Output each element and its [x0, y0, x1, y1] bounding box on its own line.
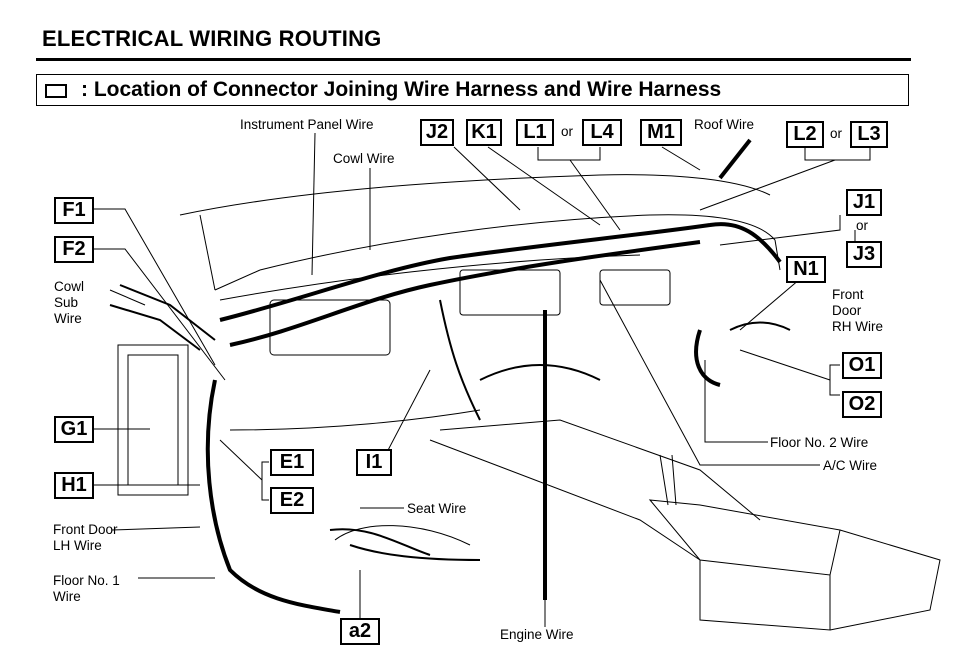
- front-door-lh-wire-label-2: LH Wire: [53, 538, 102, 553]
- connector-F2: F2: [54, 236, 94, 263]
- page-title: ELECTRICAL WIRING ROUTING: [42, 26, 382, 51]
- front-door-rh-wire-label-1: Front: [832, 287, 864, 302]
- or-label: or: [561, 124, 574, 139]
- connector-I1: I1: [356, 449, 392, 476]
- seat-wire-label: Seat Wire: [407, 501, 467, 516]
- connector-J2: J2: [420, 119, 454, 146]
- front-door-lh-wire-label-1: Front Door: [53, 522, 118, 537]
- floor-no2-wire-label: Floor No. 2 Wire: [770, 435, 869, 450]
- front-door-rh-wire-label-3: RH Wire: [832, 319, 883, 334]
- connector-K1: K1: [466, 119, 502, 146]
- floor-no1-wire-label-1: Floor No. 1: [53, 573, 120, 588]
- connector-a2: a2: [340, 618, 380, 645]
- connector-L3: L3: [850, 121, 888, 148]
- connector-L2: L2: [786, 121, 824, 148]
- connector-F1: F1: [54, 197, 94, 224]
- or-label: or: [830, 126, 843, 141]
- instrument-panel-wire-label: Instrument Panel Wire: [240, 117, 374, 132]
- connector-E2: E2: [270, 487, 314, 514]
- legend-box-symbol: [45, 84, 67, 98]
- cowl-wire-label: Cowl Wire: [333, 151, 395, 166]
- connector-N1: N1: [786, 256, 826, 283]
- cowl-sub-wire-label-2: Sub: [54, 295, 79, 310]
- connector-H1: H1: [54, 472, 94, 499]
- connector-M1: M1: [640, 119, 682, 146]
- connector-L1: L1: [516, 119, 554, 146]
- connector-J3: J3: [846, 241, 882, 268]
- cowl-sub-wire-label-3: Wire: [54, 311, 82, 326]
- connector-L4: L4: [582, 119, 622, 146]
- floor-no1-wire-label-2: Wire: [53, 589, 81, 604]
- title-rule: [36, 58, 911, 61]
- connector-E1: E1: [270, 449, 314, 476]
- front-door-rh-wire-label-2: Door: [832, 303, 862, 318]
- ac-wire-label: A/C Wire: [823, 458, 877, 473]
- connector-J1: J1: [846, 189, 882, 216]
- connector-O2: O2: [842, 391, 882, 418]
- roof-wire-label: Roof Wire: [694, 117, 755, 132]
- connector-G1: G1: [54, 416, 94, 443]
- connector-O1: O1: [842, 352, 882, 379]
- cowl-sub-wire-label-1: Cowl: [54, 279, 85, 294]
- legend-text: : Location of Connector Joining Wire Har…: [81, 78, 722, 101]
- legend-bar: : Location of Connector Joining Wire Har…: [36, 74, 909, 106]
- engine-wire-label: Engine Wire: [500, 627, 574, 642]
- or-label: or: [856, 218, 869, 233]
